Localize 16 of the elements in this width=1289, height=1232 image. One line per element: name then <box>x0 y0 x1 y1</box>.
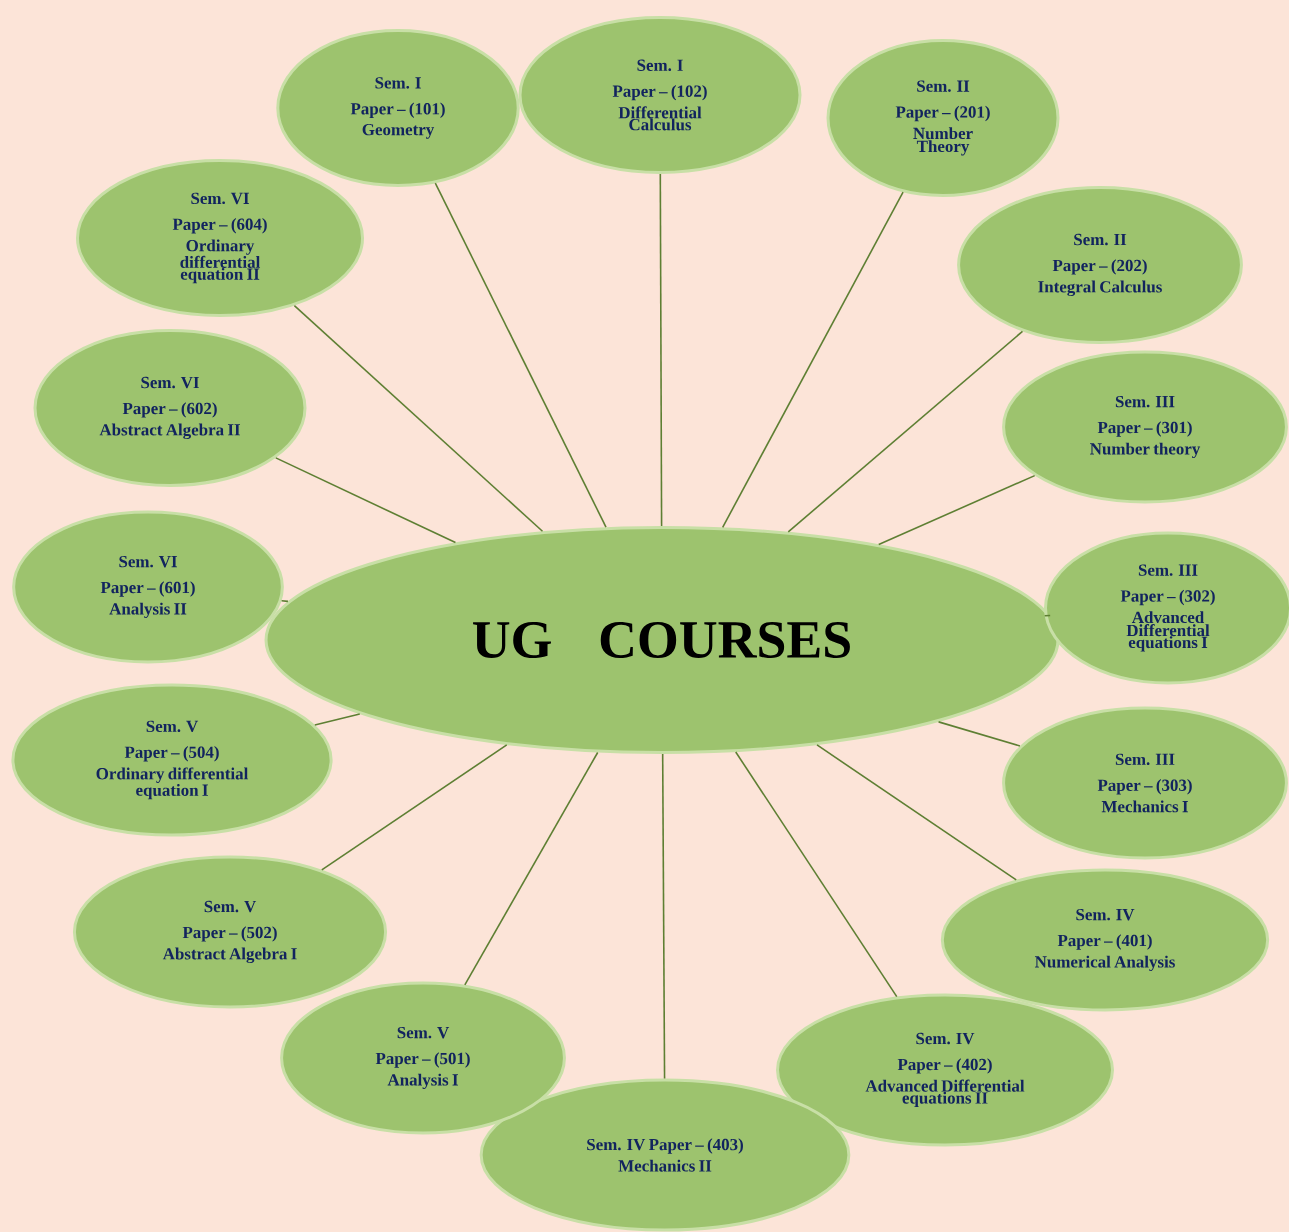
connector-line <box>877 474 1036 546</box>
connector-line <box>293 304 544 533</box>
connector-line <box>734 751 898 998</box>
connector-line <box>434 182 607 528</box>
connector-line <box>816 744 1017 881</box>
connector-line <box>659 173 663 527</box>
connector-line <box>721 191 904 529</box>
connector-line <box>280 599 289 603</box>
connector-line <box>661 753 666 1080</box>
connector-line <box>937 721 1021 747</box>
connector-line <box>1043 614 1051 617</box>
connector-line <box>275 457 457 544</box>
connector-line <box>314 713 361 726</box>
connector-line <box>321 744 508 871</box>
connector-line <box>464 751 599 986</box>
connector-line <box>787 330 1024 533</box>
